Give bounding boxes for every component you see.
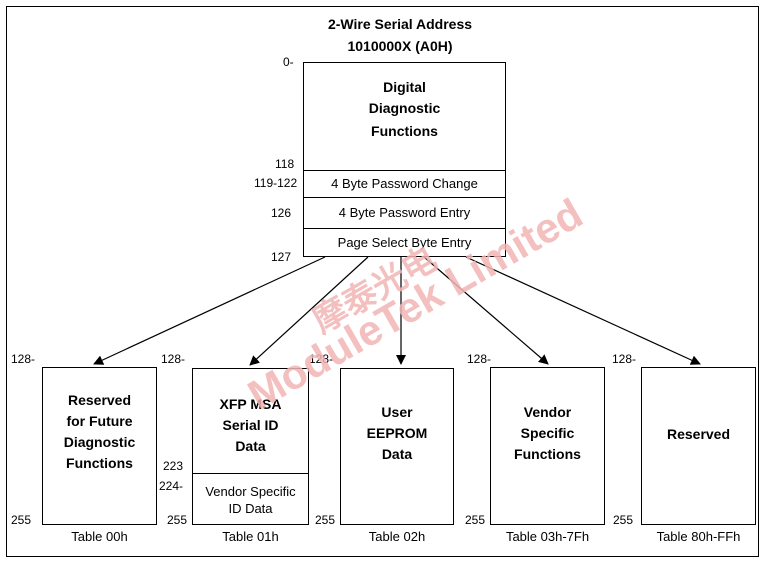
t01-end-label: 255 (167, 513, 188, 527)
t01-caption: Table 01h (222, 529, 279, 544)
arrow-table-00h (93, 256, 326, 365)
t03-caption: Table 03h-7Fh (505, 529, 590, 544)
t01-vendor-specific-cell: Vendor Specific ID Data (193, 473, 308, 525)
t01-text-3: Data (235, 438, 266, 454)
table-02h-box: User EEPROM Data (340, 368, 454, 525)
t00-text-1: Reserved (67, 392, 132, 408)
t01-label-224: 224- (159, 479, 184, 493)
addr-label-0: 0- (283, 55, 294, 69)
t03-end-label: 255 (465, 513, 486, 527)
t80-start-label: 128- (612, 352, 637, 366)
t01-start-label: 128- (161, 352, 186, 366)
arrow-table-03h (423, 256, 549, 365)
password-change-row: 4 Byte Password Change (304, 170, 505, 197)
t02-start-label: 128- (309, 352, 334, 366)
addr-label-127: 127 (271, 250, 292, 264)
t00-text-3: Diagnostic (63, 434, 136, 450)
t00-caption: Table 00h (71, 529, 128, 544)
t01-sub-text-2: ID Data (228, 501, 273, 516)
t01-text-2: Serial ID (222, 417, 279, 433)
diagram-subtitle: 1010000X (A0H) (347, 38, 453, 54)
t03-text-2: Specific (520, 425, 575, 441)
arrow-table-80h (465, 256, 701, 365)
addr-label-118: 118 (275, 157, 295, 171)
password-entry-row: 4 Byte Password Entry (304, 197, 505, 228)
t03-text-3: Functions (514, 446, 581, 462)
t01-text-1: XFP MSA (219, 396, 282, 412)
t80-end-label: 255 (613, 513, 634, 527)
t01-sub-text-1: Vendor Specific (205, 484, 296, 499)
addr-label-119: 119-122 (254, 176, 298, 190)
main-text-3: Functions (371, 123, 438, 139)
t00-end-label: 255 (11, 513, 32, 527)
table-03h-box: Vendor Specific Functions (490, 367, 605, 525)
main-memory-box: Digital Diagnostic Functions 4 Byte Pass… (303, 62, 506, 257)
table-01h-box: XFP MSA Serial ID Data Vendor Specific I… (192, 368, 309, 525)
t02-end-label: 255 (315, 513, 336, 527)
t02-text-1: User (381, 404, 413, 420)
main-text-2: Diagnostic (368, 100, 441, 116)
t02-text-3: Data (381, 446, 413, 462)
t00-start-label: 128- (11, 352, 36, 366)
addr-label-126: 126 (271, 206, 292, 220)
t02-text-2: EEPROM (366, 425, 428, 441)
diagram-title: 2-Wire Serial Address (327, 16, 473, 32)
table-00h-box: Reserved for Future Diagnostic Functions (42, 367, 157, 525)
t02-caption: Table 02h (368, 529, 426, 544)
t01-label-223: 223 (163, 459, 184, 473)
t00-text-2: for Future (66, 413, 133, 429)
t03-text-1: Vendor (523, 404, 572, 420)
page-select-row: Page Select Byte Entry (304, 228, 505, 257)
t03-start-label: 128- (467, 352, 492, 366)
t80-text-1: Reserved (666, 426, 731, 442)
table-80h-box: Reserved (641, 367, 756, 525)
t00-text-4: Functions (66, 455, 133, 471)
t80-caption: Table 80h-FFh (656, 529, 741, 544)
main-text-1: Digital (383, 79, 426, 95)
arrow-table-01h (249, 256, 369, 366)
diagram-frame (6, 6, 759, 557)
